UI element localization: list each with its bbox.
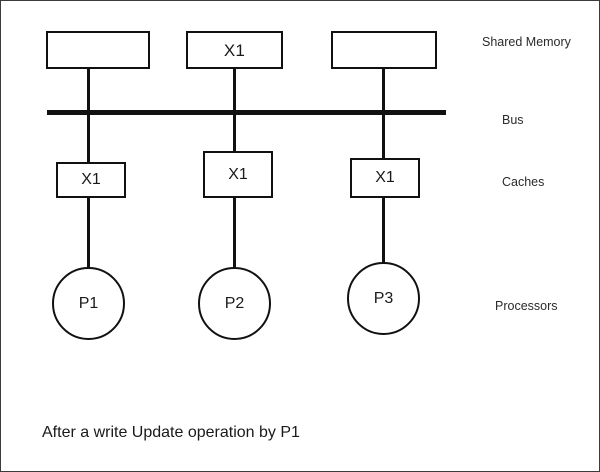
processor-3-value: P3 [373, 289, 394, 307]
processor-1-value: P1 [78, 294, 99, 312]
wire-memory-1-to-bus [87, 68, 90, 116]
cache-3-value: X1 [375, 169, 395, 186]
memory-block-2-value: X1 [223, 40, 246, 60]
processor-2[interactable]: P2 [198, 267, 271, 340]
cache-3[interactable]: X1 [350, 158, 420, 198]
wire-bus-to-cache-1 [87, 113, 90, 164]
wire-memory-2-to-bus [233, 68, 236, 116]
wire-bus-to-cache-3 [382, 113, 385, 160]
cache-2[interactable]: X1 [203, 151, 273, 198]
processor-3[interactable]: P3 [347, 262, 420, 335]
memory-block-2[interactable]: X1 [186, 31, 283, 69]
wire-cache-3-to-processor-3 [382, 197, 385, 263]
row-label-shared-memory: Shared Memory [482, 35, 571, 49]
row-label-bus: Bus [502, 113, 524, 127]
wire-bus-to-cache-2 [233, 113, 236, 153]
cache-1-value: X1 [81, 171, 101, 188]
memory-block-1[interactable] [46, 31, 150, 69]
processor-2-value: P2 [224, 294, 245, 312]
wire-cache-2-to-processor-2 [233, 197, 236, 269]
row-label-processors: Processors [495, 299, 558, 313]
wire-cache-1-to-processor-1 [87, 197, 90, 269]
wire-memory-3-to-bus [382, 68, 385, 116]
cache-2-value: X1 [228, 165, 248, 183]
row-label-caches: Caches [502, 175, 545, 189]
cache-1[interactable]: X1 [56, 162, 126, 198]
bus-line [47, 110, 446, 115]
diagram-caption: After a write Update operation by P1 [42, 424, 300, 441]
memory-block-3[interactable] [331, 31, 437, 69]
processor-1[interactable]: P1 [52, 267, 125, 340]
